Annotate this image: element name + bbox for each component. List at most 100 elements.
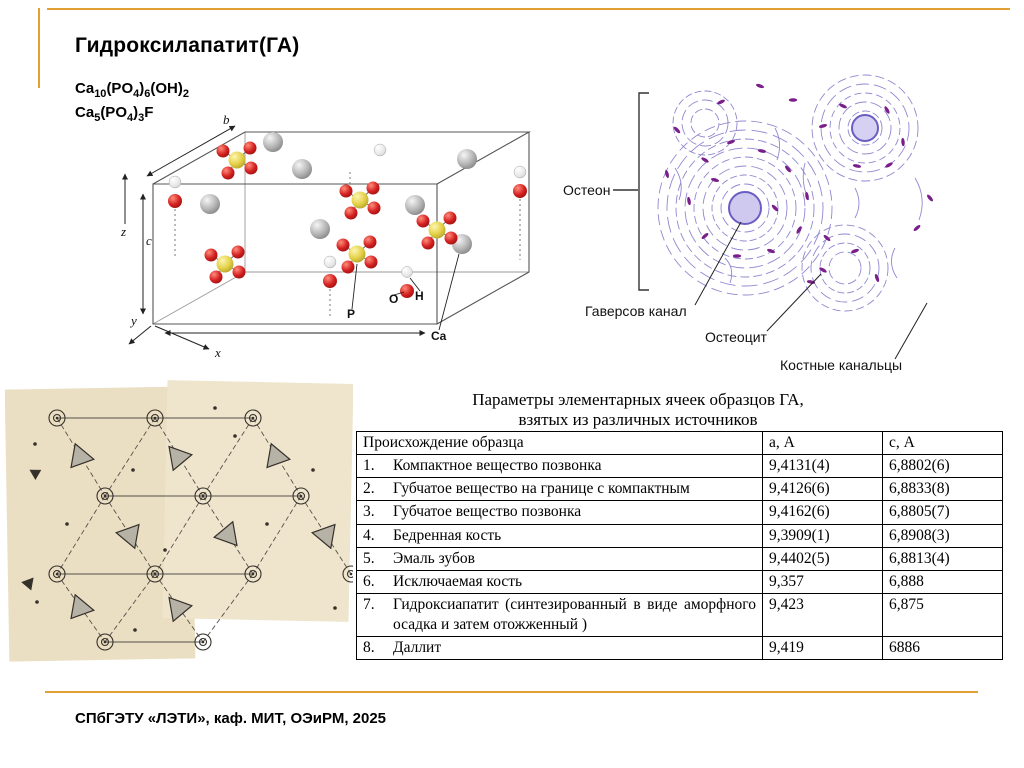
sample-origin: Даллит <box>393 639 442 657</box>
lattice-small-dots <box>33 406 337 632</box>
top-accent-line <box>47 8 1010 10</box>
a-value: 9,4162(6) <box>762 500 883 525</box>
sample-origin: Эмаль зубов <box>393 549 475 567</box>
row-number: 2. <box>363 480 375 498</box>
c-value: 6,888 <box>882 569 1003 594</box>
row-number: 3. <box>363 503 375 521</box>
crystal-lattice-scheme-figure <box>5 380 353 662</box>
slide-title: Гидроксилапатит(ГА) <box>75 34 300 57</box>
table-row: 8.Даллит 9,419 6886 <box>356 636 1003 661</box>
formula-subscript: 6 <box>144 88 151 100</box>
hydrogen-bond-dotted-lines <box>174 172 521 317</box>
paper-background <box>5 380 353 662</box>
axes-and-dimension-arrows <box>122 125 426 350</box>
table-row: 5. Эмаль зубов 9,4402(5) 6,8813(4) <box>356 546 1003 571</box>
c-value: 6,8813(4) <box>882 546 1003 571</box>
formula-fluorapatite: Ca5(PO4)3F <box>75 104 153 124</box>
dimension-label-b: b <box>223 112 230 127</box>
c-value: 6886 <box>882 636 1003 661</box>
osteon-labels: Остеон Гаверсов канал Остеоцит Костные к… <box>563 182 902 373</box>
formula-text: Ca <box>75 80 95 97</box>
a-value: 9,423 <box>762 592 883 638</box>
atom-label-leader-lines <box>351 253 460 331</box>
slide-footer: СПбГЭТУ «ЛЭТИ», каф. МИТ, ОЭиРМ, 2025 <box>75 710 387 727</box>
sample-origin: Исключаемая кость <box>393 572 523 590</box>
row-number: 8. <box>363 639 375 657</box>
caption-line2: взятых из различных источников <box>518 410 758 430</box>
formula-subscript: 3 <box>138 112 145 124</box>
sample-origin: Компактное вещество позвонка <box>393 457 602 475</box>
a-value: 9,4126(6) <box>762 477 883 502</box>
table-row: 3. Губчатое вещество позвонка 9,4162(6) 6… <box>356 500 1003 525</box>
a-value: 9,357 <box>762 569 883 594</box>
c-value: 6,8802(6) <box>882 454 1003 479</box>
formula-text: ) <box>139 80 145 97</box>
formula-text: (PO <box>100 104 127 121</box>
atom-label-p: P <box>347 307 355 321</box>
table-row: 7. Гидроксиапатит (синтезированный в виде… <box>356 592 1003 638</box>
osteon-fiber-lamellae <box>657 74 923 312</box>
dimension-label-c: c <box>146 233 152 248</box>
formula-hydroxyapatite: Ca10(PO4)6(OH)2 <box>75 80 189 100</box>
phosphorus-atoms <box>216 151 446 273</box>
row-number: 4. <box>363 526 375 544</box>
sample-origin: Губчатое вещество на границе с компактны… <box>393 480 690 498</box>
label-bone-canaliculi: Костные канальцы <box>780 357 902 373</box>
table-row: 6. Исключаемая кость 9,357 6,888 <box>356 569 1003 594</box>
row-number: 7. <box>363 595 375 613</box>
axis-label-x: x <box>214 345 221 360</box>
table-row: 4.Бедренная кость 9,3909(1) 6,8908(3) <box>356 523 1003 548</box>
caption-line1: Параметры элементарных ячеек образцов ГА… <box>472 390 804 409</box>
osteocyte-marks <box>665 83 933 284</box>
formula-text: Ca <box>75 104 95 121</box>
hydrogen-atoms <box>168 143 527 278</box>
c-value: 6,8833(8) <box>882 477 1003 502</box>
c-value: 6,8805(7) <box>882 500 1003 525</box>
formula-text: F <box>144 104 154 121</box>
atom-label-o: O <box>389 292 398 306</box>
crystal-structure-figure: z y x b c Ca P O H <box>120 112 532 360</box>
osteon-figure: Остеон Гаверсов канал Остеоцит Костные к… <box>563 74 933 373</box>
sample-origin: Гидроксиапатит (синтезированный в виде а… <box>393 595 756 634</box>
a-value: 9,4402(5) <box>762 546 883 571</box>
header-a-parameter: а, А <box>762 430 883 456</box>
atom-label-h: H <box>415 289 424 303</box>
lattice-triangles <box>21 442 336 623</box>
sample-origin: Бедренная кость <box>393 526 502 544</box>
label-osteocyte: Остеоцит <box>705 329 768 345</box>
label-leader-lines <box>694 221 928 360</box>
formula-subscript: 4 <box>126 112 134 124</box>
lattice-nodes <box>48 409 353 651</box>
haversian-canals <box>728 114 879 225</box>
label-osteon: Остеон <box>563 182 610 198</box>
unit-cell-parameters-table: Происхождение образца а, А с, А 1. Компак… <box>356 430 1003 661</box>
a-value: 9,3909(1) <box>762 523 883 548</box>
row-number: 1. <box>363 457 375 475</box>
header-c-parameter: с, А <box>882 430 1003 456</box>
osteon-bracket <box>613 92 649 291</box>
left-accent-line <box>38 8 40 88</box>
formula-subscript: 2 <box>182 88 189 100</box>
header-origin: Происхождение образца <box>356 430 763 456</box>
formula-text: (OH) <box>150 80 183 97</box>
table-row: 1.Компактное вещество позвонка 9,4131(4)… <box>356 454 1003 479</box>
table-row: 2. Губчатое вещество на границе с компакт… <box>356 477 1003 502</box>
sample-origin: Губчатое вещество позвонка <box>393 503 582 521</box>
c-value: 6,875 <box>882 592 1003 638</box>
atom-label-ca: Ca <box>431 329 447 343</box>
table-caption: Параметры элементарных ячеек образцов ГА… <box>358 390 918 430</box>
axis-label-y: y <box>129 313 137 328</box>
figure-labels: z y x b c Ca P O H <box>120 112 447 360</box>
formula-subscript: 4 <box>133 88 140 100</box>
label-haversian-canal: Гаверсов канал <box>585 303 687 319</box>
table-header-row: Происхождение образца а, А с, А <box>356 430 1003 456</box>
row-number: 6. <box>363 572 375 590</box>
formula-subscript: 5 <box>94 112 101 124</box>
formula-subscript: 10 <box>94 88 107 100</box>
oxygen-atoms <box>168 141 527 298</box>
axis-label-z: z <box>120 224 126 239</box>
formula-text: ) <box>133 104 139 121</box>
row-number: 5. <box>363 549 375 567</box>
bottom-accent-line <box>45 691 978 693</box>
